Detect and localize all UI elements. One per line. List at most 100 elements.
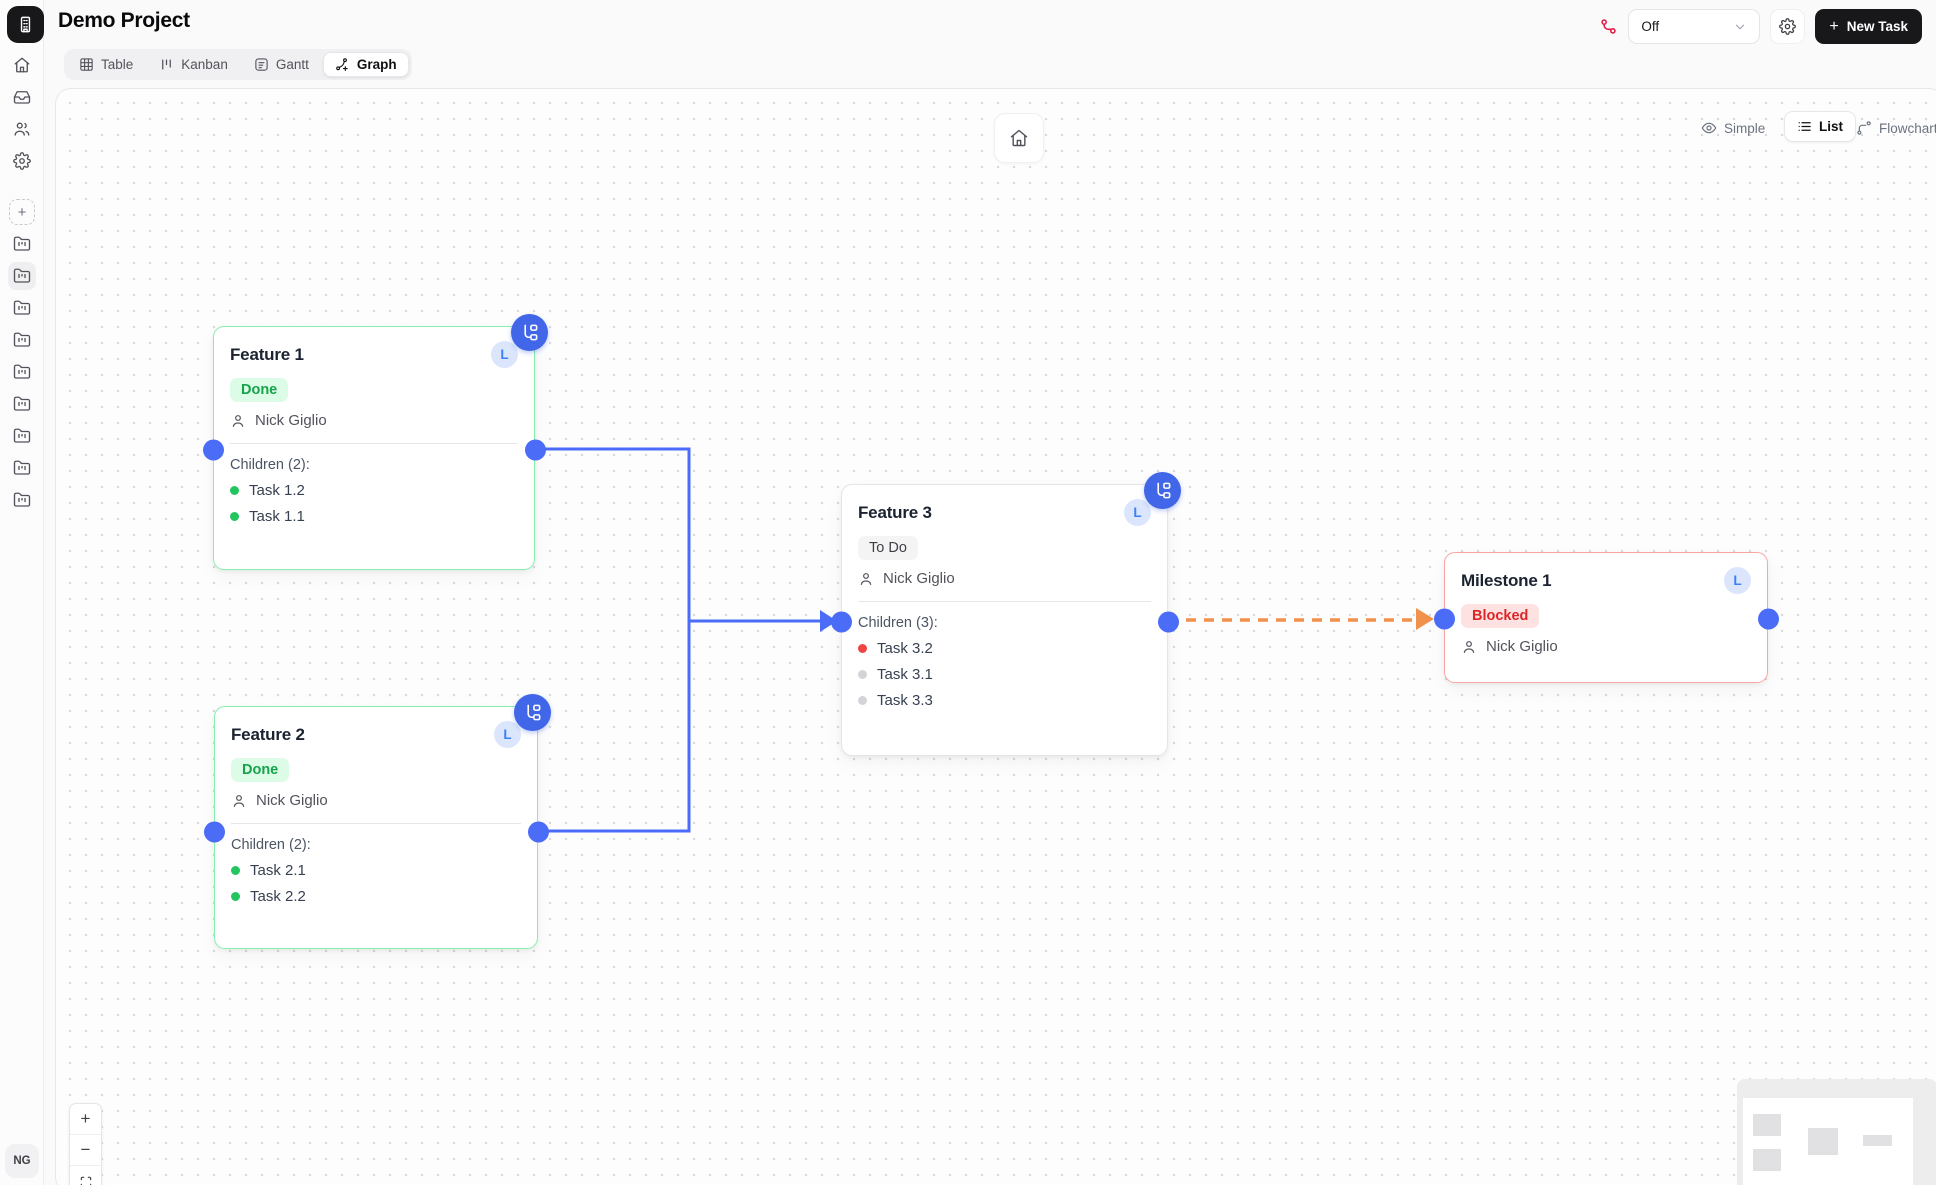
graph-canvas[interactable]: Simple List Flowchart Feature 1 L Done N…	[55, 88, 1936, 1185]
sidebar-project-folder[interactable]	[8, 454, 36, 482]
users-icon	[13, 120, 31, 138]
status-dot	[230, 486, 239, 495]
status-badge: Done	[230, 378, 289, 402]
gear-icon	[1779, 18, 1797, 35]
connection-handle-left[interactable]	[202, 439, 224, 461]
sidebar-project-folder[interactable]	[8, 358, 36, 386]
child-task[interactable]: Task 2.1	[231, 862, 521, 879]
minimap[interactable]	[1737, 1079, 1936, 1185]
tab-kanban[interactable]: Kanban	[147, 52, 240, 77]
child-task[interactable]: Task 3.2	[858, 640, 1151, 657]
fit-view-button[interactable]	[70, 1166, 101, 1185]
children-label: Children (3):	[858, 615, 938, 631]
list-icon	[1797, 119, 1812, 134]
divider	[858, 601, 1151, 602]
connection-handle-right[interactable]	[1757, 608, 1779, 630]
edge-feature1-feature3	[536, 447, 820, 623]
sidebar-project-folder-active[interactable]	[8, 262, 36, 290]
view-mode-flowchart[interactable]: Flowchart	[1856, 120, 1936, 136]
gear-icon	[13, 152, 31, 170]
node-feature-3[interactable]: Feature 3 L To Do Nick Giglio Children (…	[830, 472, 1181, 756]
subtask-tree-badge[interactable]	[514, 694, 551, 731]
status-badge: Done	[231, 758, 290, 782]
child-task[interactable]: Task 3.1	[858, 666, 1151, 683]
connection-handle-left[interactable]	[1433, 608, 1455, 630]
view-mode-list[interactable]: List	[1784, 111, 1857, 142]
building-icon	[16, 15, 35, 34]
sidebar-project-folder[interactable]	[8, 422, 36, 450]
node-title: Feature 1	[230, 344, 304, 364]
sidebar-item-members[interactable]	[8, 115, 36, 143]
child-task-label: Task 1.2	[249, 482, 305, 499]
edge-feature2-feature3	[538, 621, 691, 833]
person-icon	[858, 571, 874, 587]
sidebar-project-list	[0, 230, 44, 514]
tab-gantt[interactable]: Gantt	[242, 52, 321, 77]
zoom-in-button[interactable]: +	[70, 1104, 101, 1135]
home-icon	[13, 56, 31, 74]
user-avatar[interactable]: NG	[5, 1144, 39, 1178]
children-label: Children (2):	[231, 837, 311, 853]
sidebar-item-settings[interactable]	[8, 147, 36, 175]
sidebar-item-home[interactable]	[8, 51, 36, 79]
automation-select[interactable]: Off	[1628, 9, 1761, 44]
new-task-label: New Task	[1846, 19, 1908, 34]
header: Demo Project Table Kanban Gantt Graph Of…	[44, 0, 1936, 88]
sidebar-project-folder[interactable]	[8, 326, 36, 354]
sidebar-nav	[0, 51, 44, 175]
fit-view-icon	[79, 1175, 93, 1185]
folder-kanban-icon	[13, 331, 31, 349]
sidebar-project-folder[interactable]	[8, 486, 36, 514]
child-task-label: Task 3.1	[877, 666, 933, 683]
node-feature-1[interactable]: Feature 1 L Done Nick Giglio Children (2…	[202, 314, 548, 570]
child-task[interactable]: Task 1.1	[230, 508, 518, 525]
graph-icon	[335, 57, 350, 72]
tree-icon	[523, 703, 542, 722]
node-title: Milestone 1	[1461, 570, 1552, 590]
dependency-edges	[536, 447, 1434, 833]
subtask-tree-badge[interactable]	[1144, 472, 1181, 509]
tab-table[interactable]: Table	[67, 52, 145, 77]
status-dot	[230, 512, 239, 521]
folder-kanban-icon	[13, 363, 31, 381]
connection-handle-left[interactable]	[203, 821, 225, 843]
sidebar-project-folder[interactable]	[8, 294, 36, 322]
sidebar-project-folder[interactable]	[8, 230, 36, 258]
connection-handle-right[interactable]	[524, 439, 546, 461]
child-task[interactable]: Task 1.2	[230, 482, 518, 499]
connection-handle-right[interactable]	[1157, 611, 1179, 633]
connection-handle-right[interactable]	[527, 821, 549, 843]
node-feature-2[interactable]: Feature 2 L Done Nick Giglio Children (2…	[203, 694, 551, 949]
app-logo[interactable]	[7, 6, 44, 43]
flowchart-icon	[1856, 120, 1872, 136]
sidebar-item-inbox[interactable]	[8, 83, 36, 111]
view-mode-label: List	[1819, 119, 1844, 134]
tab-label: Graph	[356, 57, 397, 72]
folder-kanban-icon	[13, 235, 31, 253]
recenter-button[interactable]	[994, 113, 1044, 163]
settings-button[interactable]	[1770, 9, 1806, 44]
child-task[interactable]: Task 3.3	[858, 692, 1151, 709]
tree-icon	[520, 323, 539, 342]
home-icon	[1009, 128, 1029, 148]
subtask-tree-badge[interactable]	[511, 314, 548, 351]
child-task-label: Task 3.3	[877, 692, 933, 709]
child-task[interactable]: Task 2.2	[231, 888, 521, 905]
view-mode-simple[interactable]: Simple	[1701, 120, 1765, 136]
plus-icon: +	[1829, 17, 1839, 35]
assignee-name: Nick Giglio	[255, 412, 327, 429]
connection-handle-left[interactable]	[830, 611, 852, 633]
new-task-button[interactable]: + New Task	[1815, 9, 1922, 44]
plus-icon: +	[17, 203, 27, 221]
table-icon	[79, 57, 94, 72]
folder-kanban-icon	[13, 267, 31, 285]
view-tabbar: Table Kanban Gantt Graph	[64, 49, 412, 80]
sidebar-project-folder[interactable]	[8, 390, 36, 418]
tab-graph[interactable]: Graph	[322, 52, 409, 77]
add-project-button[interactable]: +	[9, 199, 35, 225]
zoom-out-button[interactable]: −	[70, 1135, 101, 1166]
level-badge: L	[1124, 499, 1151, 526]
person-icon	[1461, 639, 1477, 655]
folder-kanban-icon	[13, 491, 31, 509]
node-milestone-1[interactable]: Milestone 1 L Blocked Nick Giglio	[1433, 552, 1779, 683]
